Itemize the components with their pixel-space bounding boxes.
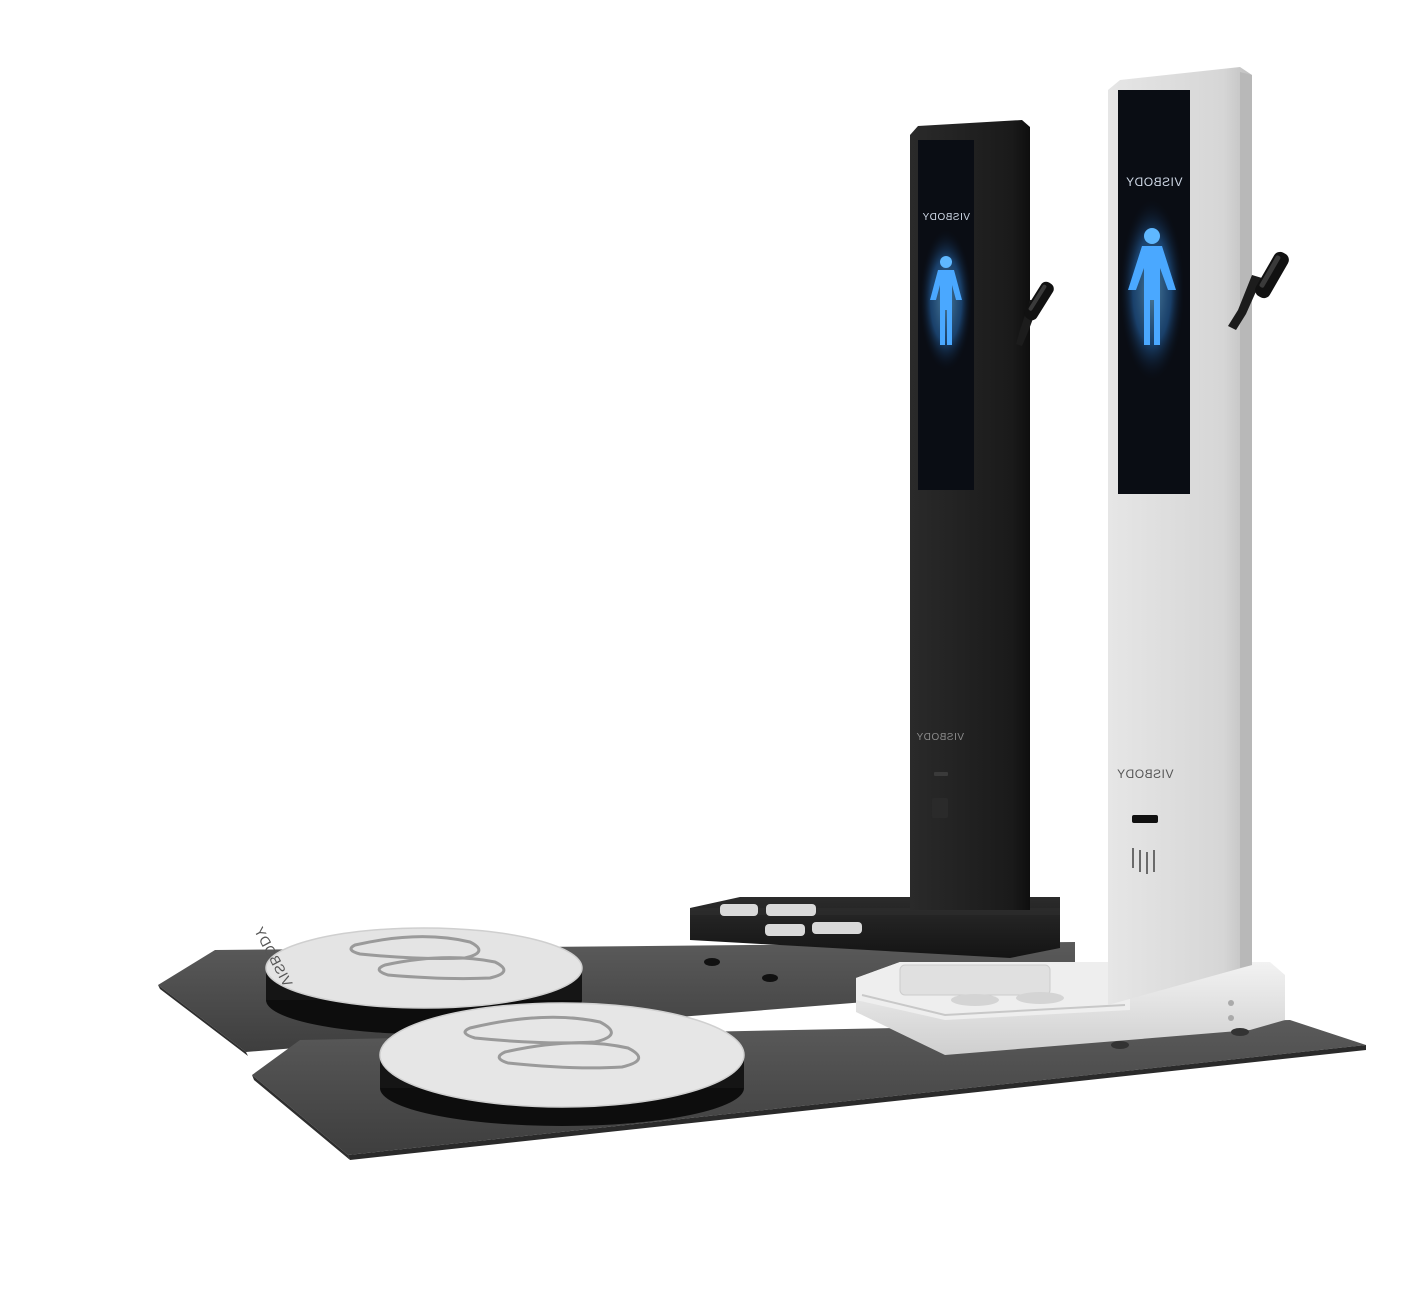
column-brand-dark: VISBODY	[916, 732, 964, 743]
electrode-pad	[720, 904, 758, 916]
screen-brand-light: VISBODY	[1126, 175, 1183, 189]
turntable-front	[379, 1002, 745, 1126]
dark-tower: VISBODY VISBODY	[690, 120, 1060, 982]
card-slot	[1132, 815, 1158, 823]
column-brand-light: VISBODY	[1117, 767, 1174, 781]
screen-brand-dark: VISBODY	[922, 212, 970, 223]
electrode-pad	[766, 904, 816, 916]
speaker-grille	[1132, 848, 1155, 874]
handle-icon	[1016, 281, 1054, 346]
footprint-icon	[463, 1015, 640, 1070]
human-body-figure	[920, 230, 972, 370]
handle-icon	[1228, 251, 1289, 330]
platform-pad	[899, 964, 1051, 996]
electrode-pad	[812, 922, 862, 934]
human-body-figure	[1120, 200, 1184, 380]
light-tower: VISBODY VISBODY	[856, 67, 1289, 1055]
electrode-pad	[765, 924, 805, 936]
footprint-icon	[349, 935, 506, 981]
